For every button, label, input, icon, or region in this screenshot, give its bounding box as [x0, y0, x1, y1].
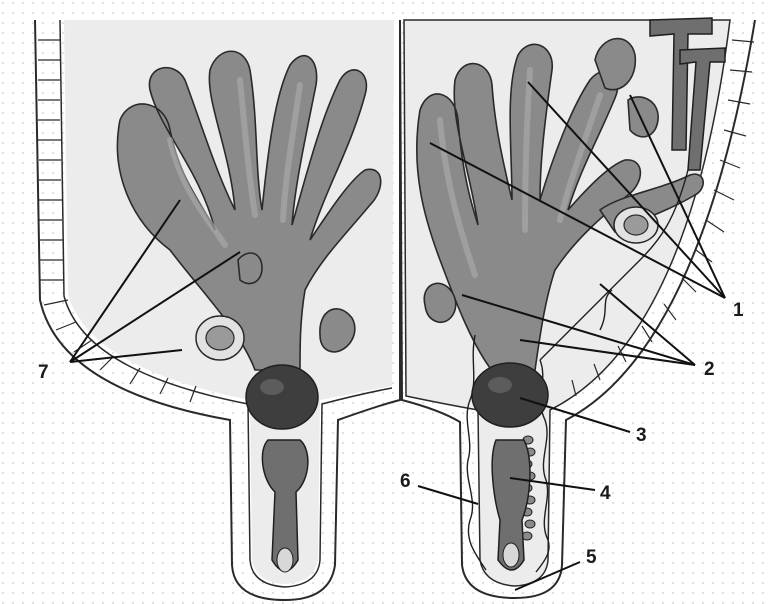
label-2: 2 — [704, 359, 715, 380]
label-6: 6 — [400, 471, 411, 492]
label-5: 5 — [586, 547, 597, 568]
left-bulb — [246, 365, 318, 429]
right-bulb — [472, 363, 548, 427]
label-4: 4 — [600, 483, 611, 504]
right-small-ring — [614, 207, 658, 243]
label-1: 1 — [733, 300, 744, 321]
label-3: 3 — [636, 425, 647, 446]
left-small-ring — [196, 316, 244, 360]
label-7: 7 — [38, 362, 49, 383]
